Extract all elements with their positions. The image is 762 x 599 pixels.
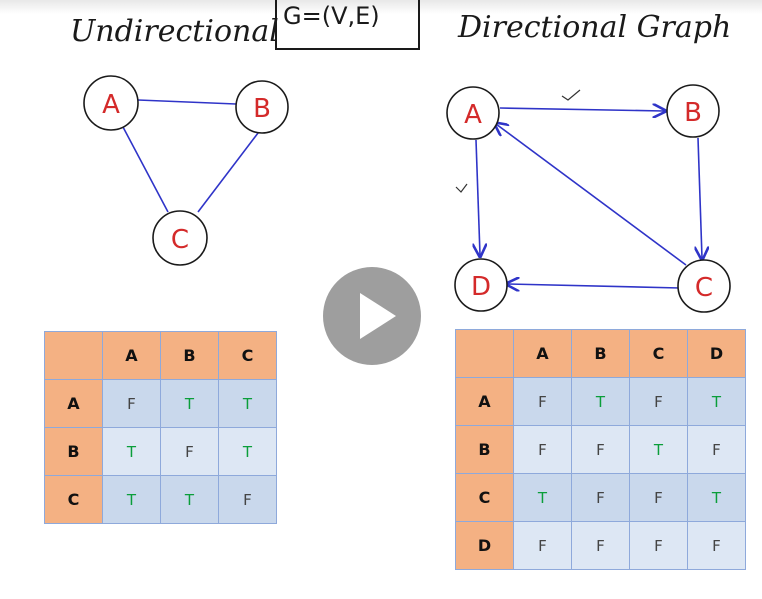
column-header: B: [160, 331, 219, 380]
matrix-cell: F: [571, 425, 630, 474]
node-b: B: [235, 80, 289, 134]
matrix-cell: T: [218, 427, 277, 476]
edge-a-c: [122, 126, 169, 213]
row-header: B: [44, 427, 103, 476]
directed-adjacency-matrix: A B C D A F T F T B F F T F C T F F T D …: [455, 329, 746, 570]
matrix-cell: T: [513, 473, 572, 522]
play-icon: [360, 293, 396, 339]
matrix-cell: T: [102, 475, 161, 524]
node-label: C: [695, 273, 713, 303]
column-header: A: [513, 329, 572, 378]
edge-b-c: [197, 132, 259, 213]
notation-box: [275, 0, 420, 50]
header-row: A B C: [44, 331, 277, 380]
graph-notation: G=(V,E): [283, 2, 380, 30]
matrix-cell: F: [629, 521, 688, 570]
row-header: B: [455, 425, 514, 474]
node-c: C: [677, 259, 731, 313]
matrix-row-b: B T F T: [44, 427, 277, 476]
matrix-cell: T: [160, 379, 219, 428]
matrix-cell: F: [629, 377, 688, 426]
matrix-cell: T: [571, 377, 630, 426]
node-label: C: [171, 225, 189, 255]
column-header: C: [629, 329, 688, 378]
matrix-row-b: B F F T F: [455, 425, 746, 474]
row-header: D: [455, 521, 514, 570]
matrix-cell: F: [102, 379, 161, 428]
matrix-cell: T: [629, 425, 688, 474]
matrix-cell: F: [513, 521, 572, 570]
matrix-cell: F: [571, 473, 630, 522]
matrix-cell: T: [102, 427, 161, 476]
check-mark: [561, 89, 581, 101]
node-d: D: [454, 258, 508, 312]
matrix-row-c: C T F F T: [455, 473, 746, 522]
edge-a-b: [137, 99, 237, 105]
matrix-cell: F: [687, 425, 746, 474]
node-c: C: [152, 210, 208, 266]
matrix-cell: F: [160, 427, 219, 476]
column-header: D: [687, 329, 746, 378]
edge-c-to-a: [496, 124, 687, 266]
matrix-row-a: A F T T: [44, 379, 277, 428]
corner-cell: [44, 331, 103, 380]
header-row: A B C D: [455, 329, 746, 378]
node-label: A: [102, 90, 120, 120]
matrix-cell: T: [160, 475, 219, 524]
node-label: B: [253, 94, 271, 124]
matrix-cell: F: [513, 377, 572, 426]
matrix-cell: F: [687, 521, 746, 570]
matrix-cell: T: [687, 377, 746, 426]
edge-a-to-b: [499, 108, 664, 111]
node-a: A: [83, 75, 139, 131]
matrix-cell: F: [629, 473, 688, 522]
node-label: D: [471, 272, 491, 302]
node-a: A: [446, 86, 500, 140]
row-header: C: [455, 473, 514, 522]
directed-title: Directional Graph: [458, 10, 732, 45]
matrix-cell: F: [513, 425, 572, 474]
row-header: A: [455, 377, 514, 426]
matrix-row-d: D F F F F: [455, 521, 746, 570]
matrix-cell: T: [687, 473, 746, 522]
play-button[interactable]: [323, 267, 421, 365]
node-label: B: [684, 98, 702, 128]
directed-graph: A B C D: [446, 84, 731, 313]
column-header: B: [571, 329, 630, 378]
edge-c-to-d: [508, 284, 681, 288]
matrix-cell: F: [571, 521, 630, 570]
node-label: A: [464, 100, 482, 130]
matrix-row-c: C T T F: [44, 475, 277, 524]
edge-a-to-d: [476, 139, 480, 255]
undirected-adjacency-matrix: A B C A F T T B T F T C T T F: [44, 331, 277, 524]
column-header: C: [218, 331, 277, 380]
undirected-graph: A B C: [83, 75, 289, 266]
matrix-cell: F: [218, 475, 277, 524]
undirected-title: Undirectional: [70, 14, 279, 49]
corner-cell: [455, 329, 514, 378]
node-b: B: [666, 84, 720, 138]
edge-b-to-c: [698, 137, 702, 258]
graph-drawings: A B C A B C D: [83, 75, 731, 313]
matrix-cell: T: [218, 379, 277, 428]
top-shade: [0, 0, 762, 14]
matrix-row-a: A F T F T: [455, 377, 746, 426]
row-header: C: [44, 475, 103, 524]
row-header: A: [44, 379, 103, 428]
check-mark: [455, 183, 468, 193]
column-header: A: [102, 331, 161, 380]
